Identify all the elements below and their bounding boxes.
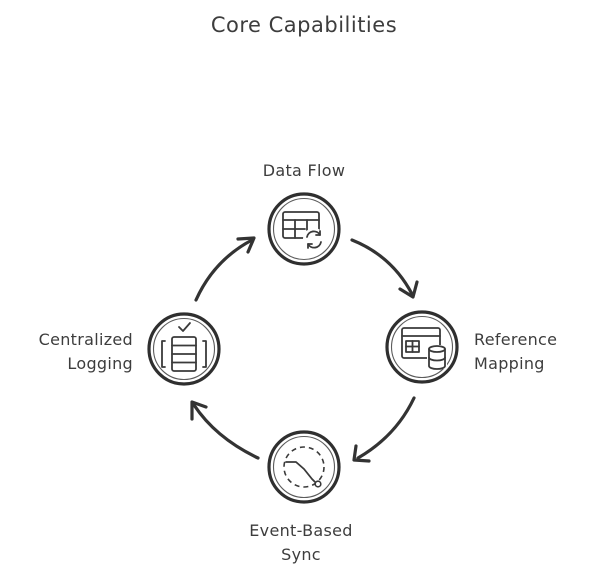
node-label-centralized-logging-line1: Centralized	[39, 330, 133, 349]
node-label-reference-mapping-line1: Reference	[474, 330, 557, 349]
node-reference-mapping: Reference Mapping	[385, 310, 557, 384]
node-event-based-sync: Event-Based Sync	[249, 430, 352, 564]
table-database-icon	[401, 327, 447, 370]
node-centralized-logging: Centralized Logging	[39, 312, 221, 386]
node-label-event-based-sync-line1: Event-Based	[249, 521, 352, 540]
arrow-event-to-logging	[190, 400, 260, 460]
arrow-dataflow-to-reference	[350, 238, 419, 299]
node-label-reference-mapping-line2: Mapping	[474, 354, 545, 373]
server-check-icon	[161, 322, 207, 372]
arrow-reference-to-event	[352, 396, 416, 463]
gauge-icon	[283, 446, 325, 488]
node-label-data-flow: Data Flow	[263, 161, 346, 180]
node-circle-centralized-logging	[147, 312, 221, 386]
node-label-centralized-logging-line2: Logging	[67, 354, 133, 373]
arrow-logging-to-dataflow	[194, 236, 256, 302]
table-sync-icon	[282, 211, 325, 250]
cycle-arrows	[190, 236, 419, 463]
node-circle-event-based-sync	[267, 430, 341, 504]
diagram-title: Core Capabilities	[211, 13, 397, 37]
node-label-event-based-sync-line2: Sync	[281, 545, 321, 564]
node-data-flow: Data Flow	[263, 161, 346, 266]
